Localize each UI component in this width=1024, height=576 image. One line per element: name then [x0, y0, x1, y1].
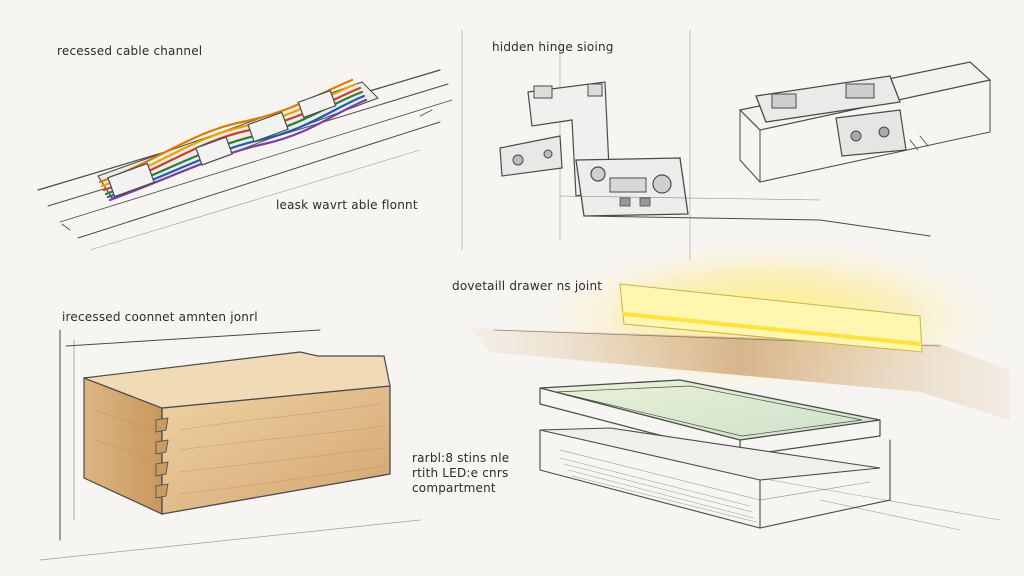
label-compartment: rarbl:8 stins nle rtith LED:e cnrs compa… [412, 451, 509, 496]
dovetail-drawer-sketch [39, 329, 421, 561]
label-leak-front: leask wavrt able flonnt [276, 198, 418, 212]
label-compartment-line-2: rtith LED:e cnrs [412, 466, 509, 480]
cable-channel-sketch [37, 69, 453, 251]
hidden-hinge-sketch [461, 29, 992, 261]
label-recessed-connector: irecessed coonnet amnten jonrl [62, 310, 258, 324]
label-hidden-hinge: hidden hinge sioing [492, 40, 614, 54]
led-compartment-sketch [470, 242, 1010, 531]
label-compartment-line-1: rarbl:8 stins nle [412, 451, 510, 465]
label-dovetail-joint: dovetaill drawer ns joint [452, 279, 603, 293]
label-compartment-line-3: compartment [412, 481, 496, 495]
label-cable-channel: recessed cable channel [57, 44, 203, 58]
